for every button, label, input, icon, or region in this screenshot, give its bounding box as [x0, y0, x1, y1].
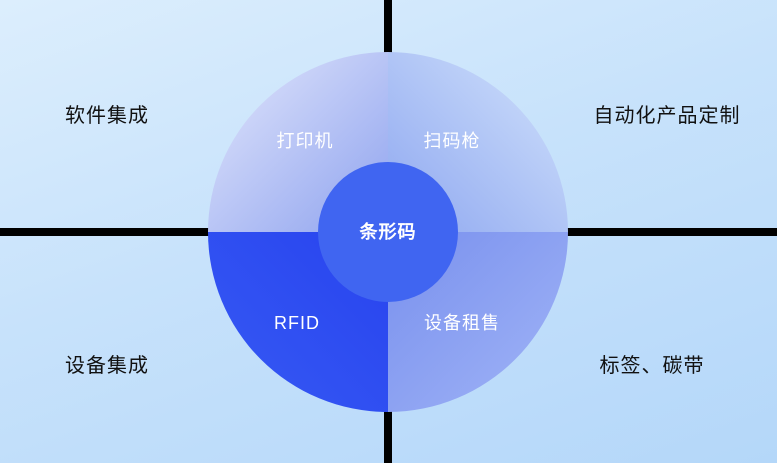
corner-label-top-right: 自动化产品定制 — [593, 105, 741, 127]
segment-label-rfid: RFID — [274, 313, 320, 333]
wheel-center-circle — [318, 162, 458, 302]
corner-label-bottom-left: 设备集成 — [65, 355, 149, 377]
center-label-barcode: 条形码 — [359, 222, 417, 242]
corner-label-bottom-right: 标签、碳带 — [599, 355, 705, 377]
segment-label-scanner: 扫码枪 — [423, 131, 481, 151]
segment-label-printer: 打印机 — [276, 131, 334, 151]
wheel — [208, 52, 568, 412]
corner-label-top-left: 软件集成 — [65, 105, 149, 127]
segment-label-rental: 设备租售 — [424, 313, 500, 333]
